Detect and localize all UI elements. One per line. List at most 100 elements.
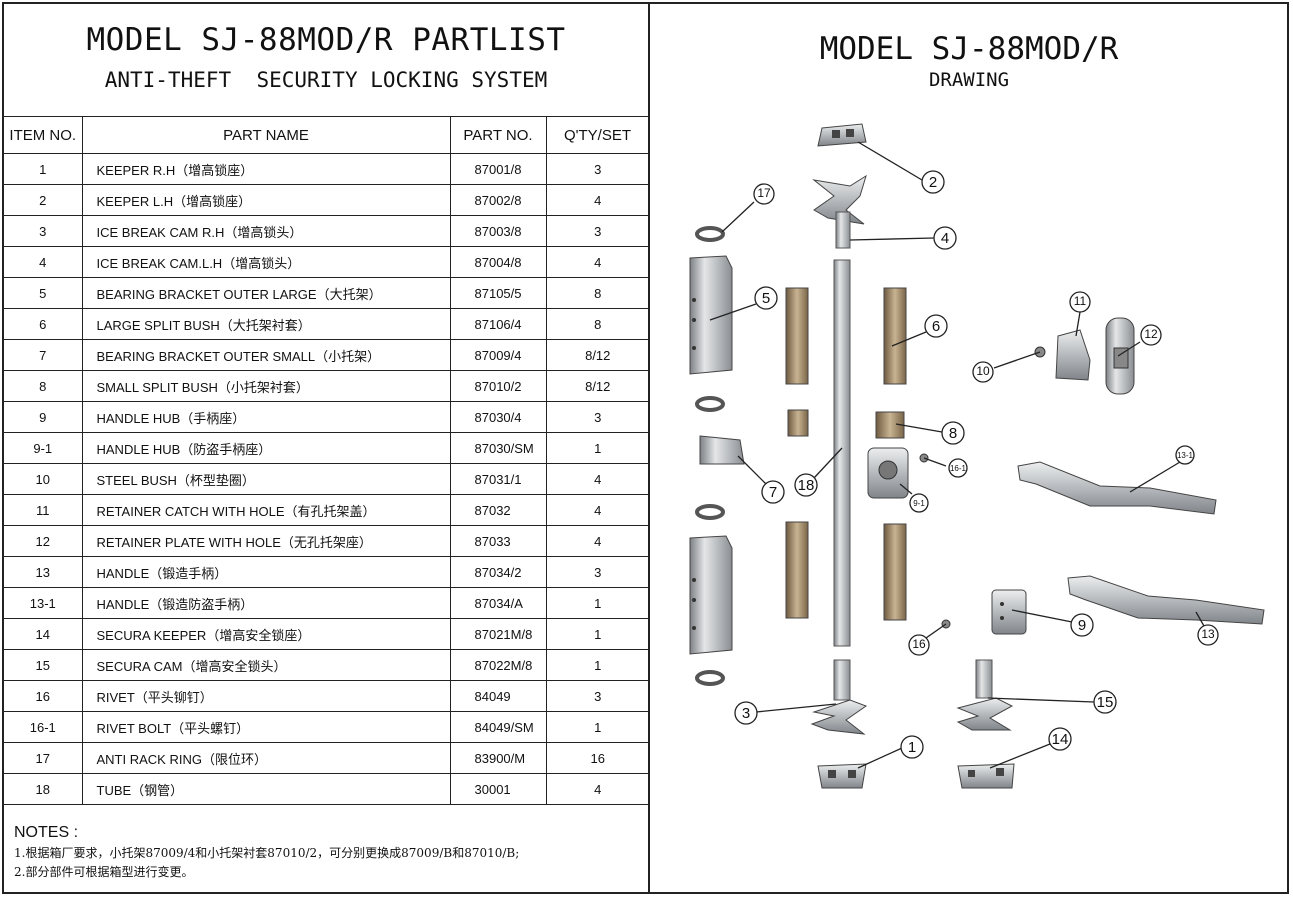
tube-part [833,259,851,647]
callout-marker: 8 [941,421,965,445]
callout-label: 9-1 [913,499,925,508]
item-no-cell: 15 [4,649,82,681]
callout-circle [1069,291,1091,313]
large-bracket-parts [689,255,733,655]
part-name-cell: STEEL BUSH（杯型垫圈） [81,463,450,495]
callout-label: 16 [912,637,926,651]
callout-label: 13 [1201,627,1215,641]
callout-marker: 4 [933,226,957,250]
handle-hub-part [991,589,1027,635]
callout-marker: 9-1 [909,493,929,513]
secura-keeper-part [957,763,1015,789]
part-name-cell: SECURA KEEPER（增高安全锁座） [81,618,450,650]
callout-label: 2 [929,174,937,191]
callout-label: 16-1 [950,464,967,473]
part-no-cell: 30001 [449,773,546,805]
callout-label: 3 [742,705,750,722]
item-no-cell: 10 [4,463,82,495]
qty-cell: 1 [545,649,649,681]
item-no-cell: 11 [4,494,82,526]
callout-circle [761,480,785,504]
callout-marker: 10 [972,361,994,383]
part-name-cell: KEEPER R.H（增高锁座） [81,153,450,185]
callout-circle [900,735,924,759]
part-no-cell: 87022M/8 [449,649,546,681]
qty-cell: 1 [545,432,649,464]
callout-circle [1093,690,1117,714]
notes-section: NOTES : 1.根据箱厂要求，小托架87009/4和小托架衬套87010/2… [14,822,644,882]
item-no-cell: 8 [4,370,82,402]
qty-cell: 16 [545,742,649,774]
header-part-no: PART NO. [449,116,547,154]
callout-label: 17 [757,186,771,200]
keeper-top-part [817,123,867,147]
qty-cell: 4 [545,184,649,216]
part-name-cell: ICE BREAK CAM R.H（增高锁头） [81,215,450,247]
part-no-cell: 87031/1 [449,463,546,495]
part-no-cell: 87034/2 [449,556,546,588]
item-no-cell: 6 [4,308,82,340]
callout-circle [753,183,775,205]
item-no-cell: 9-1 [4,432,82,464]
secura-cam-part [956,659,1014,731]
part-name-cell: RETAINER CATCH WITH HOLE（有孔托架盖） [81,494,450,526]
callout-label: 4 [941,230,949,247]
drawing-subtitle: DRAWING [928,69,1010,91]
part-no-cell: 87003/8 [449,215,546,247]
part-name-cell: BEARING BRACKET OUTER SMALL（小托架） [81,339,450,371]
part-no-cell: 87030/4 [449,401,546,433]
part-no-cell: 87021M/8 [449,618,546,650]
callout-circle [941,421,965,445]
part-no-cell: 87032 [449,494,546,526]
qty-cell: 4 [545,525,649,557]
large-split-bush-parts [785,287,907,621]
part-name-cell: BEARING BRACKET OUTER LARGE（大托架） [81,277,450,309]
qty-cell: 4 [545,773,649,805]
callout-circle [1175,445,1195,465]
rivet-parts [919,346,1046,629]
part-name-cell: KEEPER L.H（增高锁座） [81,184,450,216]
notes-title: NOTES : [14,824,79,841]
qty-cell: 4 [545,463,649,495]
callout-marker: 15 [1093,690,1117,714]
part-no-cell: 87106/4 [449,308,546,340]
part-name-cell: RIVET（平头铆钉） [81,680,450,712]
item-no-cell: 13 [4,556,82,588]
note-line-2: 2.部分部件可根据箱型进行变更。 [14,865,194,879]
part-no-cell: 87030/SM [449,432,546,464]
callout-label: 1 [908,739,916,756]
part-no-cell: 87034/A [449,587,546,619]
item-no-cell: 1 [4,153,82,185]
part-no-cell: 87105/5 [449,277,546,309]
qty-cell: 4 [545,246,649,278]
table-header-row: ITEM NO. PART NAME PART NO. Q'TY/SET [4,116,650,154]
header-item-no: ITEM NO. [4,116,83,154]
retainer-parts [1055,317,1135,395]
callout-marker: 12 [1140,324,1162,346]
part-name-cell: HANDLE HUB（防盗手柄座） [81,432,450,464]
callout-marker: 13 [1197,624,1219,646]
part-no-cell: 87001/8 [449,153,546,185]
callout-label: 7 [769,484,777,501]
item-no-cell: 18 [4,773,82,805]
callout-label: 6 [932,318,940,335]
callout-marker: 1 [900,735,924,759]
qty-cell: 8 [545,277,649,309]
callout-circle [754,286,778,310]
header-qty: Q'TY/SET [545,116,650,154]
partlist-subtitle: ANTI-THEFT SECURITY LOCKING SYSTEM [104,68,548,92]
item-no-cell: 9 [4,401,82,433]
callout-label: 5 [762,290,770,307]
